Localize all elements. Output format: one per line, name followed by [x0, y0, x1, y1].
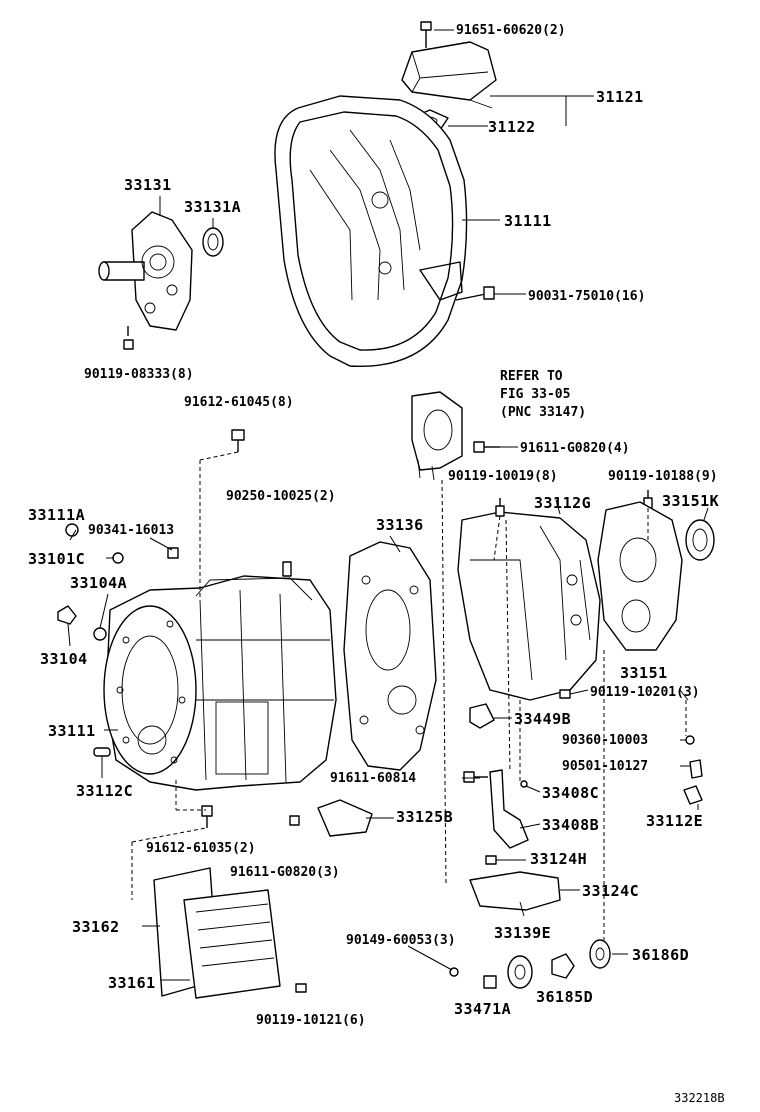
label-33162: 33162 [72, 918, 120, 936]
label-90119-10121: 90119-10121(6) [256, 1013, 366, 1028]
transmission-case-33111-drawing [103, 575, 337, 791]
label-33151K: 33151K [662, 492, 719, 510]
label-36185D: 36185D [536, 988, 593, 1006]
label-90341: 90341-16013 [88, 523, 174, 538]
label-33104: 33104 [40, 650, 88, 668]
bottom-right-parts-drawing [449, 939, 611, 989]
label-33124H: 33124H [530, 850, 587, 868]
label-90119-08333: 90119-08333(8) [84, 367, 194, 382]
seal-33151K-drawing [685, 519, 715, 561]
label-33112G: 33112G [534, 494, 591, 512]
label-91612-61045: 91612-61045(8) [184, 395, 294, 410]
bolt-90031-drawing [455, 286, 495, 301]
label-refer-2: FIG 33-05 [500, 387, 570, 402]
label-33125B: 33125B [396, 808, 453, 826]
shift-parts-drawing [289, 769, 529, 849]
label-36186D: 36186D [632, 946, 689, 964]
label-33111: 33111 [48, 722, 96, 740]
alignment-dashes [131, 451, 687, 940]
label-91651: 91651-60620(2) [456, 23, 566, 38]
label-91611-60814: 91611-60814 [330, 771, 416, 786]
bolt-91612-61045-drawing [231, 429, 245, 452]
seal-33131A-drawing [202, 227, 224, 257]
label-33136: 33136 [376, 516, 424, 534]
leader-lines [67, 29, 709, 981]
label-refer-1: REFER TO [500, 369, 563, 384]
bolt-90119-08333-drawing [123, 326, 134, 350]
label-90119-10188: 90119-10188(9) [608, 469, 718, 484]
label-31111: 31111 [504, 212, 552, 230]
bolt-91612-61035-drawing [201, 805, 213, 828]
label-90360: 90360-10003 [562, 733, 648, 748]
label-90119-10019: 90119-10019(8) [448, 469, 558, 484]
cover-33151-drawing [597, 501, 683, 651]
label-33112C: 33112C [76, 782, 133, 800]
label-31121: 31121 [596, 88, 644, 106]
housing-33112G-drawing [457, 511, 601, 701]
figure-code: 332218B [674, 1091, 725, 1105]
label-91612-61035: 91612-61035(2) [146, 841, 256, 856]
label-90119-10201: 90119-10201(3) [590, 685, 700, 700]
label-90031: 90031-75010(16) [528, 289, 645, 304]
label-33111A: 33111A [28, 506, 85, 524]
seal-plate-refer-drawing [411, 391, 463, 481]
label-90149: 90149-60053(3) [346, 933, 456, 948]
pin-90250-drawing [282, 561, 292, 577]
label-33101C: 33101C [28, 550, 85, 568]
label-91611-G0820-3: 91611-G0820(3) [230, 865, 340, 880]
small-parts-left-drawing [57, 523, 179, 757]
label-refer-3: (PNC 33147) [500, 405, 586, 420]
label-33471A: 33471A [454, 1000, 511, 1018]
label-33131A: 33131A [184, 198, 241, 216]
selector-parts-drawing [469, 855, 561, 917]
small-parts-right-drawing [469, 689, 703, 805]
label-33124C: 33124C [582, 882, 639, 900]
label-33151: 33151 [620, 664, 668, 682]
label-33139E: 33139E [494, 924, 551, 942]
extension-33131-drawing [98, 211, 193, 331]
label-33131: 33131 [124, 176, 172, 194]
clutch-housing-31111-drawing [274, 95, 468, 367]
label-33112E: 33112E [646, 812, 703, 830]
part-labels: 91651-60620(2) 31121 31122 33131 33131A … [28, 23, 725, 1105]
cover-31121-drawing [401, 41, 497, 109]
label-33104A: 33104A [70, 574, 127, 592]
bolt-91651-drawing [420, 21, 432, 48]
label-33408B: 33408B [542, 816, 599, 834]
label-90501: 90501-10127 [562, 759, 648, 774]
intermediate-plate-33136-drawing [343, 541, 437, 771]
side-cover-33161-drawing [153, 867, 307, 999]
label-33161: 33161 [108, 974, 156, 992]
label-91611-G0820-4: 91611-G0820(4) [520, 441, 630, 456]
bolt-91611-G0820-4-drawing [473, 441, 500, 453]
label-31122: 31122 [488, 118, 536, 136]
label-90250: 90250-10025(2) [226, 489, 336, 504]
label-33449B: 33449B [514, 710, 571, 728]
label-33408C: 33408C [542, 784, 599, 802]
